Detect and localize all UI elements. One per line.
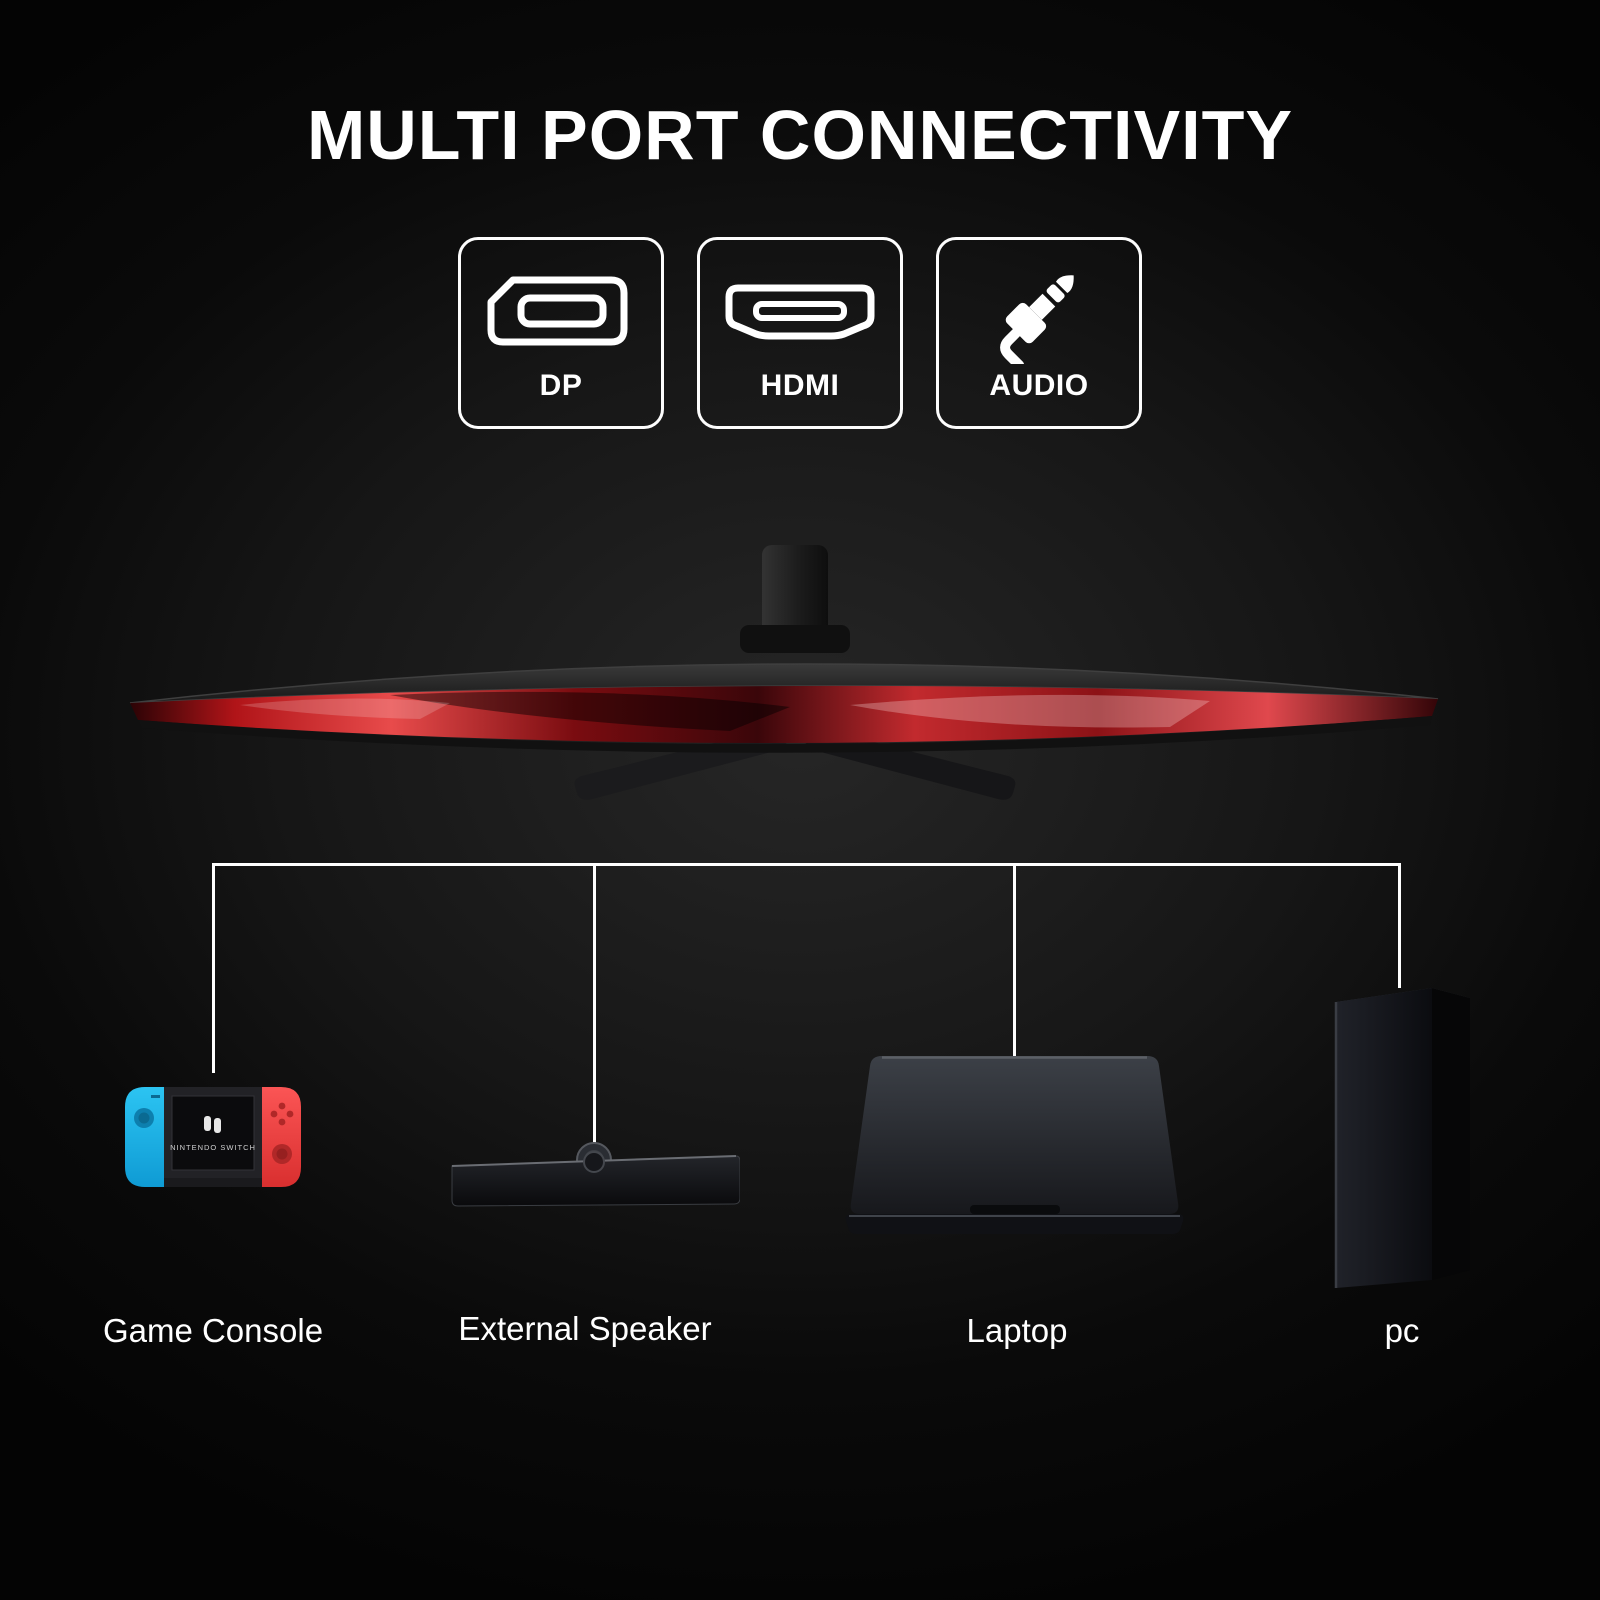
page-title: MULTI PORT CONNECTIVITY bbox=[306, 96, 1294, 174]
hdmi-icon bbox=[720, 263, 880, 361]
joycon-left bbox=[125, 1087, 164, 1187]
joycon-right bbox=[262, 1087, 301, 1187]
monitor-bottom-bezel bbox=[138, 716, 1432, 753]
monitor-stand-mount bbox=[740, 625, 850, 653]
pc-illustration bbox=[1334, 988, 1470, 1288]
external-speaker-illustration bbox=[451, 1142, 740, 1207]
connector-speaker bbox=[593, 863, 596, 1151]
console-screen bbox=[171, 1095, 255, 1171]
screen-highlight-streak-2 bbox=[240, 698, 450, 719]
speaker-body bbox=[451, 1155, 740, 1207]
port-box-hdmi: HDMI bbox=[697, 237, 903, 429]
console-brand-text: NINTENDO SWITCH bbox=[170, 1143, 256, 1152]
label-pc: pc bbox=[1384, 1312, 1420, 1349]
port-list: DP HDMI AUDIO bbox=[458, 237, 1142, 429]
monitor-stand-pillar bbox=[762, 545, 828, 645]
laptop-base bbox=[845, 1214, 1184, 1234]
connector-laptop bbox=[1013, 863, 1016, 1056]
pc-side bbox=[1432, 988, 1470, 1280]
laptop-hinge bbox=[970, 1205, 1060, 1214]
laptop-illustration bbox=[845, 1056, 1184, 1234]
game-console-illustration: NINTENDO SWITCH bbox=[125, 1087, 301, 1187]
monitor-screen bbox=[130, 685, 1438, 744]
screen-highlight-streak bbox=[850, 694, 1210, 728]
screen-shadow-streak bbox=[390, 691, 790, 731]
pc-front bbox=[1336, 988, 1432, 1288]
connector-pc bbox=[1398, 863, 1401, 988]
displayport-icon bbox=[481, 263, 641, 361]
port-box-dp: DP bbox=[458, 237, 664, 429]
connector-horizontal bbox=[212, 863, 1401, 866]
port-label-dp: DP bbox=[539, 369, 583, 402]
port-label-audio: AUDIO bbox=[989, 369, 1089, 402]
port-label-hdmi: HDMI bbox=[760, 369, 840, 402]
label-game-console: Game Console bbox=[102, 1312, 324, 1349]
laptop-lid bbox=[850, 1056, 1179, 1214]
port-box-audio: AUDIO bbox=[936, 237, 1142, 429]
monitor-illustration bbox=[129, 545, 1439, 800]
audio-jack-icon bbox=[964, 263, 1114, 364]
connector-console bbox=[212, 863, 215, 1073]
label-laptop: Laptop bbox=[966, 1312, 1068, 1349]
label-external-speaker: External Speaker bbox=[458, 1310, 712, 1347]
